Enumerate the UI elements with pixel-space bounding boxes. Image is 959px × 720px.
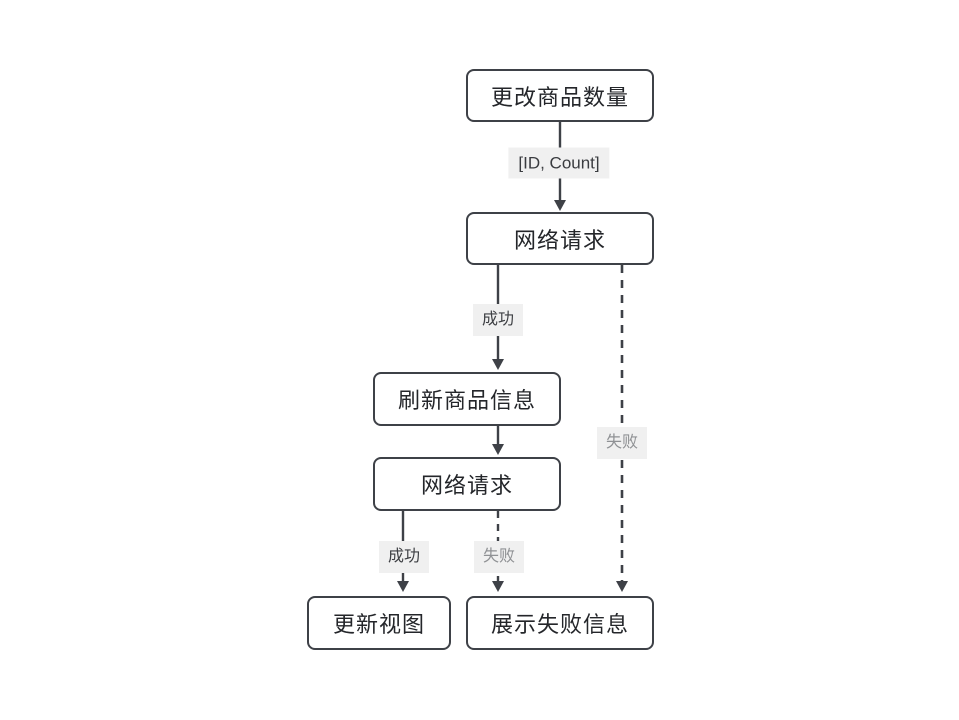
arrowhead-into-failinfo-right [616,581,628,592]
edge-label-fail-short: 失败 [473,541,525,573]
node-network-request-2: 网络请求 [373,457,561,511]
edge-label-id-count: [ID, Count] [508,147,610,179]
node-refresh-product-label: 刷新商品信息 [397,388,536,413]
edge-label-fail-long: 失败 [596,427,648,459]
arrowhead-into-failinfo-left [492,581,504,592]
node-update-view-label: 更新视图 [332,612,425,637]
node-network-request-1: 网络请求 [466,212,654,265]
arrowhead-into-network1 [554,200,566,211]
arrowhead-into-updateview [397,581,409,592]
node-change-quantity-label: 更改商品数量 [490,84,629,110]
node-refresh-product: 刷新商品信息 [373,372,561,426]
node-show-failure-label: 展示失败信息 [490,612,629,637]
node-network-request-1-label: 网络请求 [513,227,606,253]
node-network-request-2-label: 网络请求 [420,473,513,498]
edge-label-success-1: 成功 [472,304,524,336]
node-update-view: 更新视图 [307,596,451,650]
arrowhead-into-network2 [492,444,504,455]
edge-label-success-2: 成功 [378,541,430,573]
arrowhead-into-refresh [492,359,504,370]
node-change-quantity: 更改商品数量 [466,69,654,122]
node-show-failure: 展示失败信息 [466,596,654,650]
